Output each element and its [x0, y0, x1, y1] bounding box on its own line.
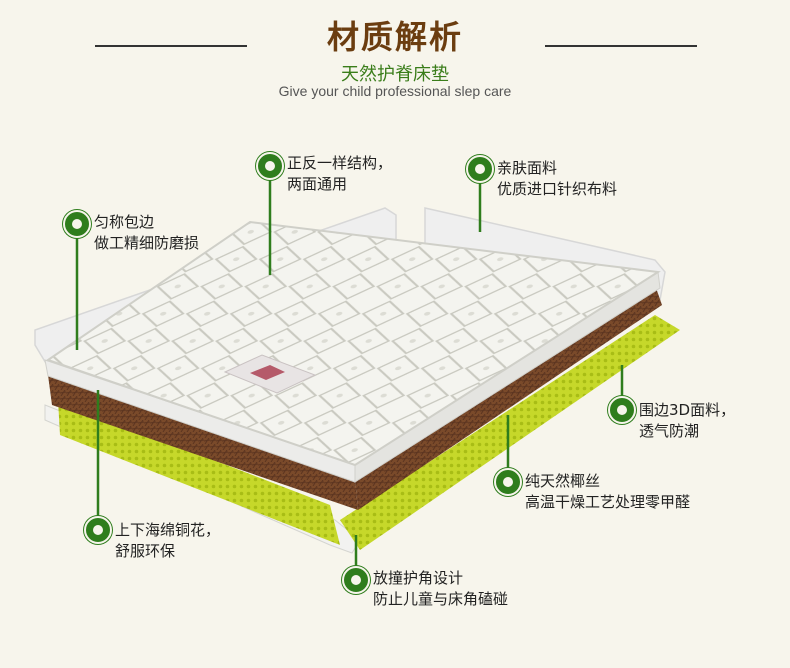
page-title: 材质解析: [326, 18, 463, 56]
callout-coir-line1: 纯天然椰丝: [525, 472, 601, 490]
mesh-side-layer: [340, 315, 680, 550]
title-divider-left: [95, 45, 247, 47]
callout-corners: 放撞护角设计 防止儿童与床角磕碰: [373, 568, 508, 610]
callout-reversible-line1: 正反一样结构，: [287, 154, 393, 172]
coir-side: [355, 285, 662, 510]
callout-coir-line2: 高温干燥工艺处理零甲醛: [525, 493, 691, 511]
callout-fabric-line1: 亲肤面料: [497, 159, 558, 177]
page-subtitle: 天然护脊床垫: [341, 64, 449, 85]
callout-reversible: 正反一样结构， 两面通用: [287, 153, 392, 195]
callout-mesh: 围边3D面料， 透气防潮: [639, 400, 735, 442]
callout-cotton: 上下海绵铜花， 舒服环保: [115, 520, 220, 562]
page-tagline: Give your child professional slep care: [278, 83, 512, 99]
callout-edging-line2: 做工精细防磨损: [94, 234, 200, 252]
callout-coir: 纯天然椰丝 高温干燥工艺处理零甲醛: [525, 471, 690, 513]
callout-mesh-line2: 透气防潮: [639, 422, 700, 440]
callout-reversible-line2: 两面通用: [287, 175, 348, 193]
callout-corners-line2: 防止儿童与床角磕碰: [373, 590, 509, 608]
callout-fabric-line2: 优质进口针织布料: [497, 180, 618, 198]
coir-front: [48, 375, 358, 510]
callout-dot-mesh: [608, 396, 636, 424]
callout-corners-line1: 放撞护角设计: [373, 569, 464, 587]
callout-dot-cotton: [84, 516, 112, 544]
callout-mesh-line1: 围边3D面料，: [639, 401, 736, 419]
callout-dot-coir: [494, 468, 522, 496]
callout-cotton-line1: 上下海绵铜花，: [115, 521, 221, 539]
callout-fabric: 亲肤面料 优质进口针织布料: [497, 158, 617, 200]
title-divider-right: [545, 45, 697, 47]
callout-cotton-line2: 舒服环保: [115, 542, 176, 560]
callout-dot-edging: [63, 210, 91, 238]
mattress-top: [45, 220, 661, 467]
callout-edging: 匀称包边 做工精细防磨损: [94, 212, 199, 254]
callout-edging-line1: 匀称包边: [94, 213, 155, 231]
callout-dot-reversible: [256, 152, 284, 180]
callout-dot-corners: [342, 566, 370, 594]
callout-dot-fabric: [466, 155, 494, 183]
mesh-lower-layer: [58, 400, 340, 545]
